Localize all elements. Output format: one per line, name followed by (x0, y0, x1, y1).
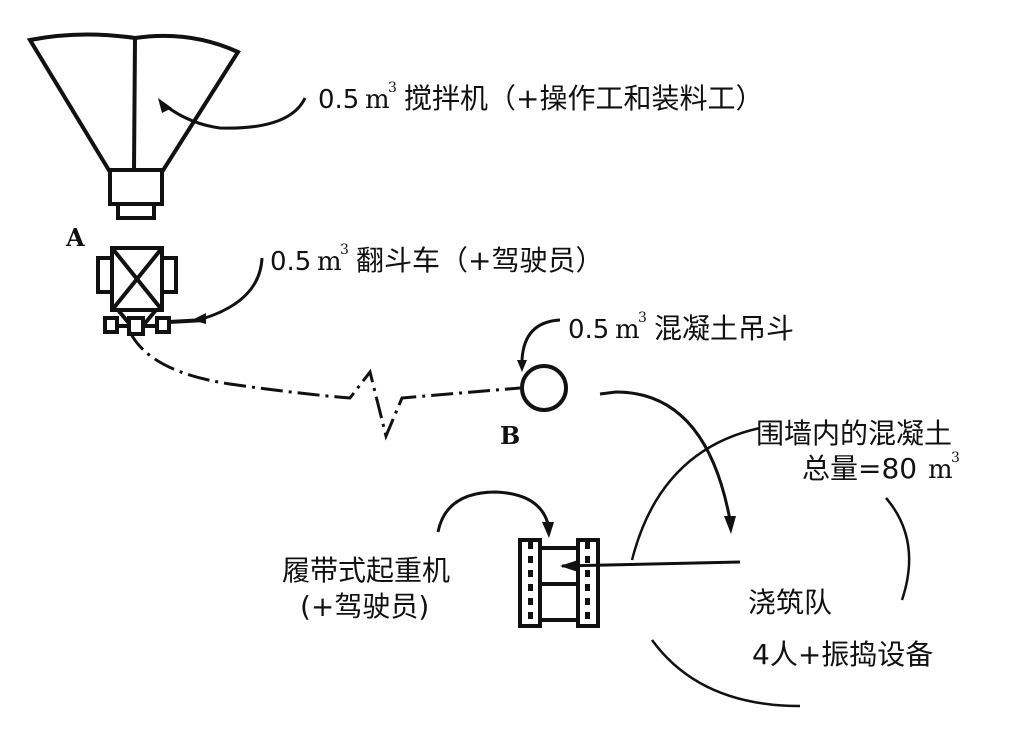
crane-slew-arrow (436, 490, 550, 533)
crane-boom-arrowhead (560, 560, 578, 572)
mixer-label: 搅拌机（+操作工和装料工） (404, 82, 763, 115)
crew-label-line2: 4人+振捣设备 (752, 638, 933, 671)
crane-slew-arrowhead (542, 522, 554, 538)
crew-label-line1: 浇筑队 (748, 586, 832, 619)
crane-label-line1: 履带式起重机 (282, 554, 450, 587)
truck-unit-superscript: 3 (340, 242, 349, 258)
truck-qty: 0.5 (270, 247, 311, 277)
point-a-label: A (65, 223, 85, 252)
mixer-qty: 0.5 (318, 85, 359, 115)
crane-label-line2: (+驾驶员) (300, 590, 429, 623)
truck-leader (204, 257, 264, 320)
concrete-bucket-icon (520, 364, 568, 412)
mixer-unit-superscript: 3 (388, 80, 397, 96)
bucket-leader-arrowhead (517, 360, 527, 372)
swing-path-arrowhead (724, 516, 736, 534)
bucket-label: 混凝土吊斗 (654, 312, 794, 345)
truck-leader-arrowhead (192, 313, 206, 324)
truck-label: 翻斗车（+驾驶员） (356, 244, 603, 277)
bucket-qty: 0.5 (568, 315, 609, 345)
mixer-leader (165, 97, 307, 130)
bucket-leader (520, 318, 561, 361)
mixer-icon (26, 32, 241, 220)
enclosure-arc-right (885, 497, 911, 601)
crane-boom (561, 560, 741, 568)
concrete-total-unit: m (928, 455, 953, 485)
enclosure-arc-bottom (650, 639, 801, 708)
haul-route (128, 331, 521, 441)
point-b-label: B (500, 421, 520, 450)
truck-unit: m (317, 247, 342, 277)
concrete-total-superscript: 3 (951, 450, 960, 466)
mixer-leader-arrowhead (158, 98, 172, 113)
bucket-unit-superscript: 3 (638, 310, 647, 326)
concrete-total-line1: 围墙内的混凝土 (756, 417, 952, 450)
mixer-unit: m (365, 85, 390, 115)
bucket-unit: m (615, 315, 640, 345)
enclosure-arc-left (630, 426, 761, 561)
crawler-crane-icon (518, 538, 600, 628)
concrete-total-line2: 总量=80 (802, 452, 917, 485)
swing-path (599, 390, 732, 521)
dump-truck-icon (96, 246, 206, 336)
